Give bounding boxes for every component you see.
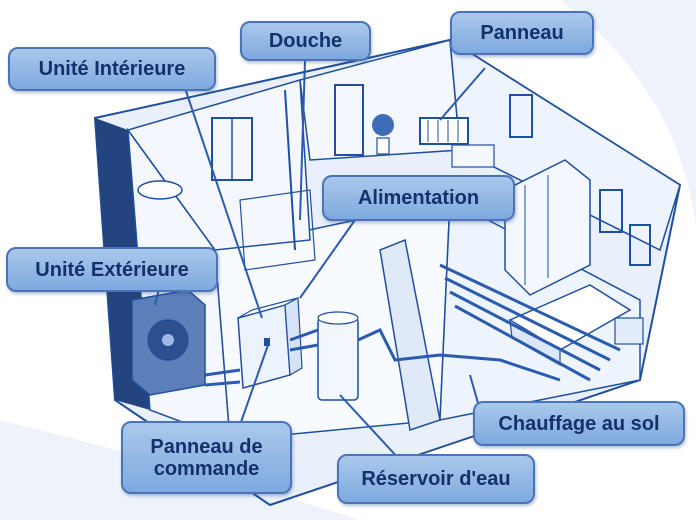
label-panneau: Panneau [450, 11, 594, 55]
label-panneau-de-commande: Panneau de commande [121, 421, 292, 494]
nightstand [614, 317, 644, 345]
bedroom-door [334, 84, 364, 156]
window-right-2 [599, 189, 623, 233]
label-unite-exterieure: Unité Extérieure [6, 247, 218, 292]
plant-icon [372, 114, 394, 136]
label-alimentation: Alimentation [322, 175, 515, 221]
piping [204, 328, 561, 382]
indoor-unit [237, 304, 291, 389]
control-panel-indicator [264, 338, 270, 346]
label-douche: Douche [240, 21, 371, 61]
shower-pipe [284, 89, 296, 251]
bathroom-sink [137, 180, 183, 200]
background-swoosh [560, 0, 696, 330]
wall-panel-radiator [419, 117, 469, 145]
bathroom-back-wall [126, 79, 311, 251]
side-table [451, 144, 495, 168]
label-chauffage-au-sol: Chauffage au sol [473, 401, 685, 446]
label-reservoir-d-eau: Réservoir d'eau [337, 454, 535, 504]
water-tank [317, 317, 359, 401]
partition-wall [379, 238, 441, 431]
underfloor-heating-loops [439, 263, 621, 382]
window-right-3 [629, 224, 651, 266]
shower-enclosure [239, 189, 316, 271]
window-right-1 [509, 94, 533, 138]
label-unite-interieure: Unité Intérieure [8, 47, 216, 91]
